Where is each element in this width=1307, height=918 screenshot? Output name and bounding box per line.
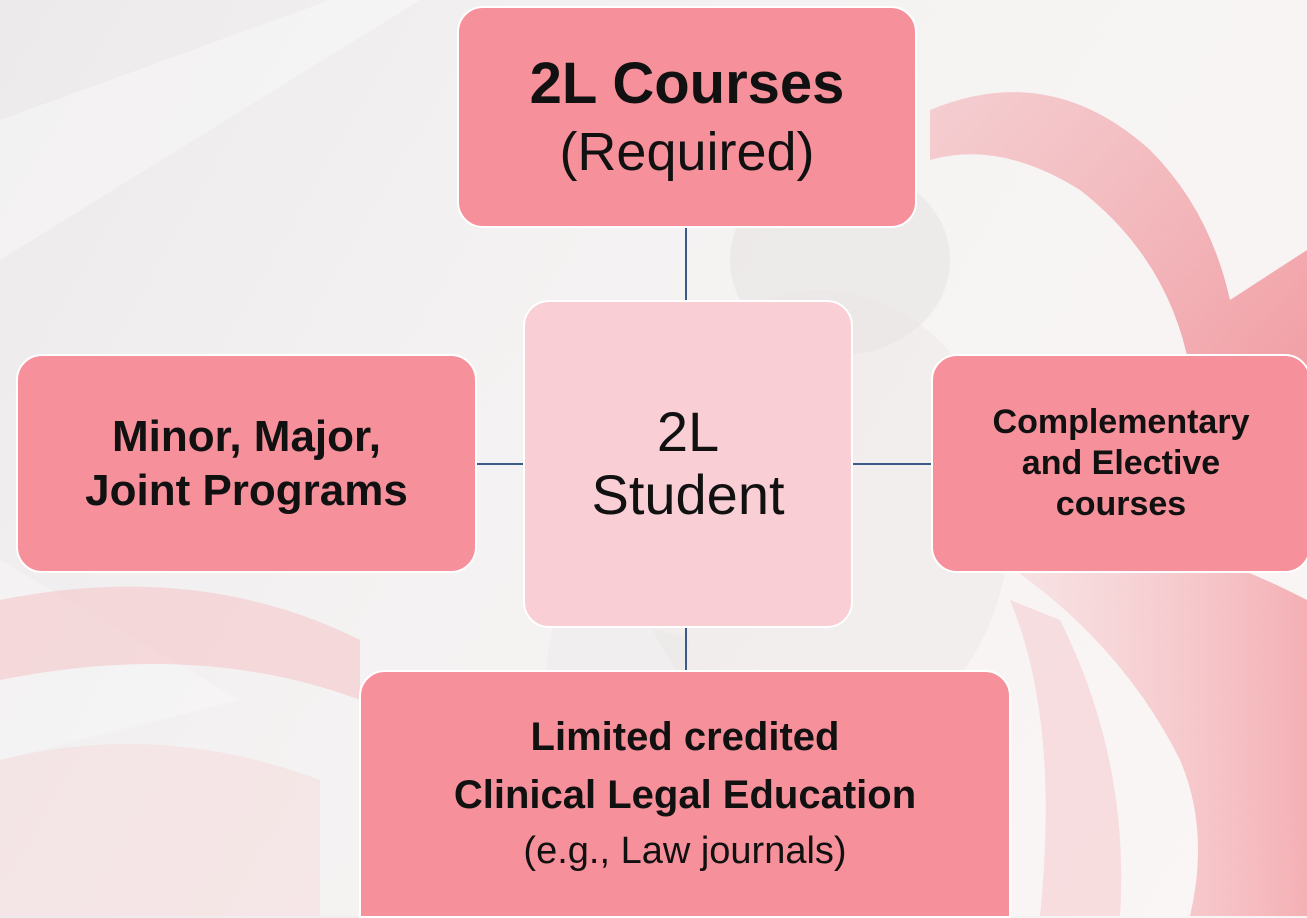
connector-bottom [685,628,687,670]
connector-left [477,463,523,465]
connector-right [853,463,931,465]
node-2l-student: 2L Student [523,300,853,628]
node-2l-courses-title: 2L Courses [529,51,845,117]
node-2l-courses-subtitle: (Required) [559,122,815,183]
node-complementary-elective-line2: and Elective [1021,444,1221,483]
node-minor-major-joint: Minor, Major, Joint Programs [16,354,477,573]
node-clinical-legal-education-line2: Clinical Legal Education [453,773,917,818]
node-2l-student-line2: Student [591,463,785,526]
node-complementary-elective: Complementary and Elective courses [931,354,1307,573]
node-2l-courses: 2L Courses (Required) [457,6,917,228]
node-clinical-legal-education: Limited credited Clinical Legal Educatio… [359,670,1011,918]
node-complementary-elective-line3: courses [1055,484,1187,523]
connector-top [685,228,687,300]
node-minor-major-joint-line1: Minor, Major, [112,411,381,461]
node-complementary-elective-line1: Complementary [992,403,1250,442]
node-clinical-legal-education-line3: (e.g., Law journals) [523,830,847,873]
node-minor-major-joint-line2: Joint Programs [85,465,408,515]
node-2l-student-line1: 2L [656,400,720,464]
node-clinical-legal-education-line1: Limited credited [530,715,840,760]
